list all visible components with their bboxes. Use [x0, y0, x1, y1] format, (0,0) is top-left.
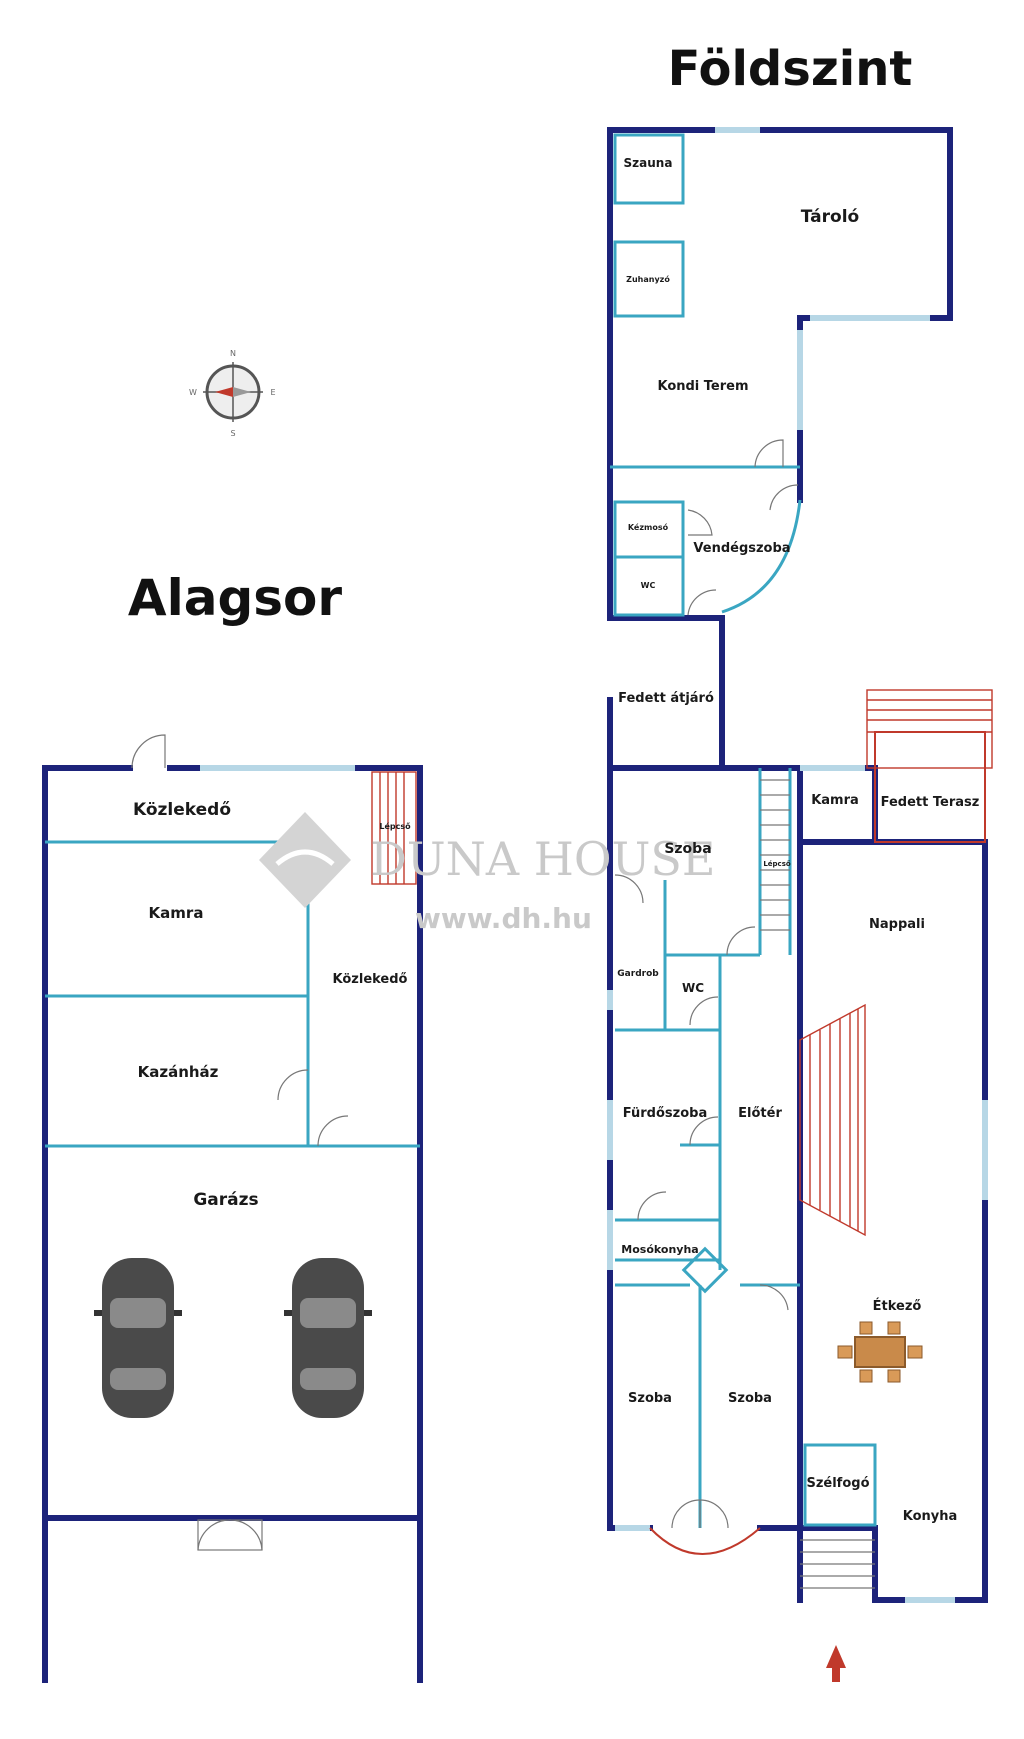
room-kozlekedo-top: Közlekedő [133, 800, 231, 820]
room-kamra-basement: Kamra [149, 904, 204, 922]
ground-floor-labels: Szauna Tároló Zuhanyzó Kondi Terem Kézmo… [617, 156, 979, 1524]
basement-title: Alagsor [128, 569, 342, 627]
room-kezmoso: Kézmosó [628, 522, 669, 532]
room-lepcso-right: Lépcső [763, 859, 791, 868]
room-etkezo: Étkező [873, 1298, 922, 1314]
room-kazanhaz: Kazánház [138, 1063, 219, 1081]
room-kozlekedo-side: Közlekedő [333, 972, 408, 987]
basement-doors [131, 734, 349, 1551]
ground-floor-title: Földszint [668, 41, 913, 97]
car-icon [284, 1258, 372, 1418]
car-icon [94, 1258, 182, 1418]
room-wc-upper: WC [641, 581, 656, 590]
room-szauna: Szauna [624, 156, 673, 170]
room-garazs: Garázs [193, 1190, 258, 1210]
compass-icon: N S W E [189, 349, 275, 438]
room-fedett-atjaro: Fedett átjáró [618, 691, 714, 706]
room-gardrob: Gardrob [617, 969, 659, 979]
watermark-url: www.dh.hu [415, 902, 592, 935]
ground-floor-stairs [760, 689, 993, 1589]
room-vendegszoba: Vendégszoba [693, 541, 790, 556]
ground-floor-doors [614, 439, 799, 1555]
dining-table-icon [837, 1321, 923, 1383]
room-eloter: Előtér [738, 1106, 782, 1121]
room-fedett-terasz: Fedett Terasz [881, 795, 980, 810]
compass-n: N [230, 349, 236, 358]
entry-arrow-icon [826, 1645, 846, 1682]
room-szelfogo: Szélfogó [806, 1476, 869, 1491]
room-zuhanyzo: Zuhanyzó [626, 274, 670, 284]
basement-labels: Közlekedő Lépcső Kamra Közlekedő Kazánhá… [133, 800, 411, 1210]
room-kamra-ground: Kamra [811, 793, 859, 808]
room-szoba-right: Szoba [728, 1391, 772, 1406]
room-nappali: Nappali [869, 917, 925, 932]
room-tarolo: Tároló [801, 207, 859, 227]
room-konyha: Konyha [903, 1509, 958, 1524]
room-szoba-top: Szoba [664, 841, 711, 857]
room-mosokonyha: Mosókonyha [621, 1243, 698, 1256]
room-szoba-left: Szoba [628, 1391, 672, 1406]
room-lepcso-left: Lépcső [379, 821, 411, 831]
room-wc-ground: WC [682, 981, 704, 995]
basement-walls [42, 765, 423, 1683]
watermark-brand: DUNA HOUSE [370, 832, 715, 886]
compass-e: E [270, 388, 275, 397]
compass-w: W [189, 388, 197, 397]
room-kondi-terem: Kondi Terem [657, 379, 748, 394]
compass-s: S [230, 429, 235, 438]
room-furdoszoba: Fürdőszoba [623, 1106, 707, 1121]
duna-house-logo-icon [259, 812, 351, 908]
ground-floor-inner-walls [610, 133, 877, 1528]
